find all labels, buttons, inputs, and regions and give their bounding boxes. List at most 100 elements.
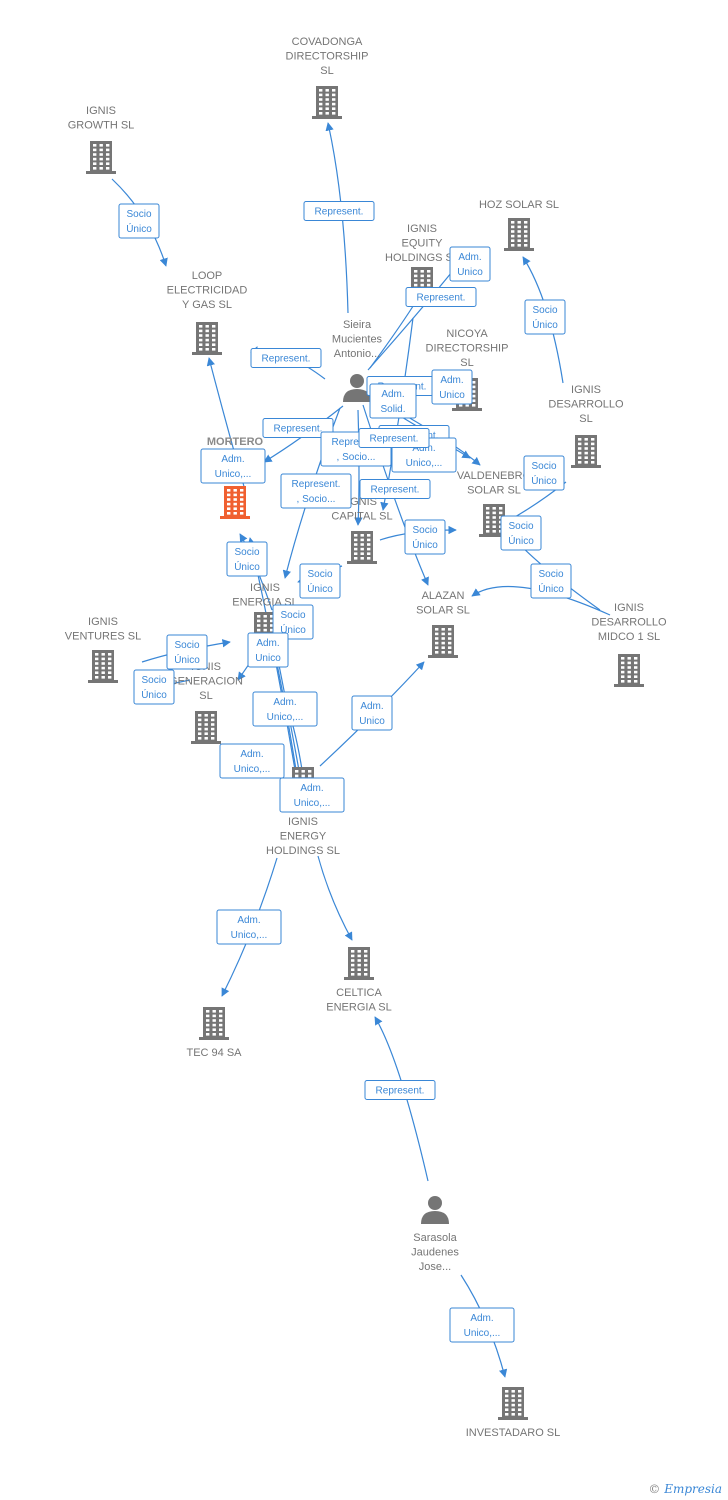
node-ignis_ventures[interactable]: IGNIS VENTURES SL (65, 616, 141, 683)
building-icon (199, 1007, 229, 1040)
edge-label-text: Unico (359, 716, 385, 727)
edge-label-ignis_energy_holdings-alazan[interactable]: Adm.Unico (351, 695, 393, 731)
edge-label-text: Adm. (470, 1313, 493, 1324)
edge-label-text: Unico (255, 653, 281, 664)
node-label: HOZ SOLAR SL (479, 199, 559, 211)
edge-label-text: Represent. (371, 485, 420, 496)
edge-label-sieira-loop[interactable]: Represent. (250, 348, 322, 368)
node-label: IGNIS (250, 582, 280, 594)
building-icon (428, 625, 458, 658)
edge-label-text: Unico,... (464, 1328, 501, 1339)
edge-label-sieira-covadonga[interactable]: Represent. (303, 201, 375, 221)
node-label: LOOP (192, 270, 223, 282)
edge-label-box (279, 777, 345, 813)
node-label: GROWTH SL (68, 120, 135, 132)
node-ignis_generacion[interactable]: IGNISGENERACIONSL (169, 661, 243, 744)
building-icon (191, 711, 221, 744)
edge-label-box (449, 246, 491, 282)
node-label: MIDCO 1 SL (598, 631, 660, 643)
node-loop[interactable]: LOOP ELECTRICIDAD Y GAS SL (167, 270, 248, 355)
node-label: ENERGIA SL (326, 1002, 391, 1014)
edge-label-text: Socio (412, 525, 437, 536)
edge-ignis_desarrollo_midco-to-valdenebro (471, 585, 611, 616)
edge-label-text: Socio (234, 547, 259, 558)
edge-label-sieira-nicoya[interactable]: Adm.Solid. (369, 383, 417, 419)
edge-label-ignis_energy_holdings-mortero[interactable]: Adm.Unico,... (279, 777, 345, 813)
edge-label-text: Único (307, 582, 333, 595)
edge-label-ignis_equity-valdenebro[interactable]: Represent. (358, 428, 430, 448)
node-label: COVADONGA (292, 36, 363, 48)
edge-label-sarasola-investadaro[interactable]: Adm. Unico,... (449, 1307, 515, 1343)
edge-label-text: Adm. (412, 443, 435, 454)
edge-label-ignis_energy_holdings-ignis_energia[interactable]: Adm.Unico,... (219, 743, 285, 779)
node-label: Jaudenes (411, 1247, 459, 1259)
node-sarasola[interactable]: SarasolaJaudenesJose... (411, 1196, 459, 1273)
edge-label-box (247, 632, 289, 668)
node-label: HOLDINGS SL (385, 252, 459, 264)
building-icon (347, 531, 377, 564)
edge-label-text: Único (531, 474, 557, 487)
edge-label-sieira-ignis_equity[interactable]: Adm.Unico (449, 246, 491, 282)
edge-label-box (500, 515, 542, 551)
edge-label-sieira-ignis_energia[interactable]: Represent., Socio... (280, 473, 352, 509)
node-label: ENERGY (280, 831, 327, 843)
node-mortero[interactable]: MORTERO (207, 436, 264, 519)
edge-label-mortero-loop[interactable]: Adm.Unico,... (200, 448, 266, 484)
edge-label-text: Socio (141, 675, 166, 686)
edge-label-sieira-alazan[interactable]: Represent. (359, 479, 431, 499)
edge-label-sieira-nicoya[interactable]: Adm.Unico (431, 369, 473, 405)
node-hoz_solar[interactable]: HOZ SOLAR SL (479, 199, 559, 251)
edge-label-text: Adm. (273, 697, 296, 708)
edge-label-ignis_energy_holdings-tec94[interactable]: Adm.Unico,... (216, 909, 282, 945)
edge-label-text: Unico (457, 267, 483, 278)
node-label: ELECTRICIDAD (167, 285, 248, 297)
building-icon (571, 435, 601, 468)
node-investadaro[interactable]: INVESTADARO SL (466, 1387, 561, 1439)
node-label: DESARROLLO (591, 617, 667, 629)
building-icon (344, 947, 374, 980)
edge-label-sieira-ignis_equity[interactable]: Represent. (405, 287, 477, 307)
node-label: VENTURES SL (65, 631, 141, 643)
edge-label-box (262, 418, 334, 438)
edge-label-text: Unico,... (231, 930, 268, 941)
edge-label-text: Único (126, 222, 152, 235)
node-label: NICOYA (446, 328, 488, 340)
edge-label-sarasola-celtica[interactable]: Represent. (364, 1080, 436, 1100)
node-label: IGNIS (88, 616, 118, 628)
edge-label-box (166, 634, 208, 670)
edge-label-ignis_energy_holdings-ignis_energia[interactable]: Adm.Unico (247, 632, 289, 668)
edge-label-sieira-mortero[interactable]: Represent. (262, 418, 334, 438)
node-label: Y GAS SL (182, 299, 232, 311)
edge-label-box (226, 541, 268, 577)
edge-label-box (351, 695, 393, 731)
person-icon (343, 374, 371, 402)
edge-label-ignis_energy_holdings-ignis_energia[interactable]: Adm.Unico,... (252, 691, 318, 727)
edge-label-text: Único (508, 534, 534, 547)
node-sieira[interactable]: SieiraMucientesAntonio... (332, 319, 383, 402)
node-label: Mucientes (332, 334, 383, 346)
edge-label-text: Unico,... (215, 469, 252, 480)
edge-label-text: Único (538, 582, 564, 595)
edge-label-box (364, 1080, 436, 1100)
edge-label-text: Único (234, 560, 260, 573)
node-tec94[interactable]: TEC 94 SA (186, 1007, 242, 1059)
edge-label-text: Represent. (262, 354, 311, 365)
